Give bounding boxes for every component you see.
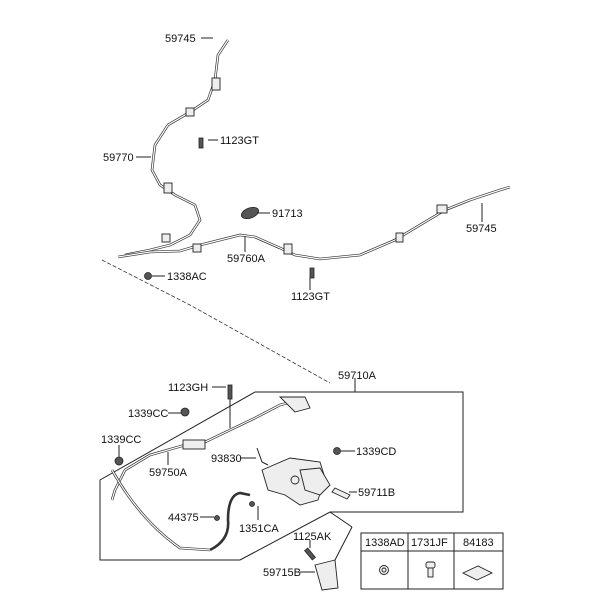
leader-lines-lower [118, 386, 357, 573]
cable-bracket [436, 204, 448, 214]
cable-bracket [192, 243, 202, 253]
parking-brake-lever [261, 457, 331, 506]
sensor-93830 [256, 447, 269, 466]
nut-hole-icon [381, 567, 387, 573]
pad-icon [461, 565, 494, 581]
table-header-1731JF: 1731JF [411, 537, 448, 549]
cable-bracket [395, 232, 404, 243]
callout-1339CD: 1339CD [356, 446, 396, 458]
callout-59745-top: 59745 [165, 33, 196, 45]
cable-59760A [117, 185, 511, 261]
callout-59711B: 59711B [358, 487, 395, 499]
callout-1123GT-top: 1123GT [220, 135, 259, 147]
bracket-59715B [314, 559, 339, 591]
callout-1339CC: 1339CC [101, 434, 141, 446]
callout-59710A: 59710A [338, 370, 377, 382]
callout-1351CA: 1351CA [239, 523, 279, 535]
table-header-1338AD: 1338AD [365, 537, 405, 549]
clip-44375 [214, 515, 220, 521]
nut-1339CC [114, 456, 124, 466]
callout-59760A: 59760A [227, 253, 266, 265]
nut-1339CD [333, 447, 341, 455]
nut-1339CC [180, 407, 190, 417]
callout-1123GT-bottom: 1123GT [291, 291, 330, 303]
bolt-1123GT-top [198, 137, 204, 149]
assembly-frame-59710A [99, 391, 464, 561]
callout-1125AK: 1125AK [293, 531, 332, 543]
table-header-84183: 84183 [463, 537, 494, 549]
cable-bracket [185, 107, 195, 117]
callout-59770: 59770 [103, 152, 134, 164]
pin-59711B [331, 487, 351, 500]
cable-59770 [124, 39, 230, 257]
clip-1351CA [249, 501, 255, 507]
cable-bracket [283, 243, 293, 255]
cable-59750A [110, 396, 311, 552]
callout-93830: 93830 [211, 453, 242, 465]
cable-clamp [182, 439, 206, 450]
bolt-1123GT-bottom [309, 267, 315, 279]
cable-bracket [163, 182, 173, 194]
cable-44375 [209, 491, 251, 552]
nut-1338AC [144, 272, 152, 280]
callout-59745-right: 59745 [466, 223, 497, 235]
bolt-icon [425, 561, 436, 578]
grommet-91713 [240, 206, 260, 220]
bolt-1125AK [304, 547, 316, 561]
callout-59715B: 59715B [263, 567, 301, 579]
callout-91713: 91713 [272, 208, 303, 220]
parts-table: 1338AD 1731JF 84183 [360, 532, 504, 590]
callout-1339CC: 1339CC [128, 408, 168, 420]
cable-bracket [161, 233, 171, 243]
callout-1123GH: 1123GH [168, 382, 208, 394]
callout-1338AC: 1338AC [167, 271, 207, 283]
equalizer [278, 396, 311, 413]
bolt-1123GH [227, 384, 233, 400]
callout-44375: 44375 [168, 512, 199, 524]
callout-59750A: 59750A [149, 467, 188, 479]
leader-lines [101, 37, 483, 384]
cable-clip [211, 77, 221, 91]
